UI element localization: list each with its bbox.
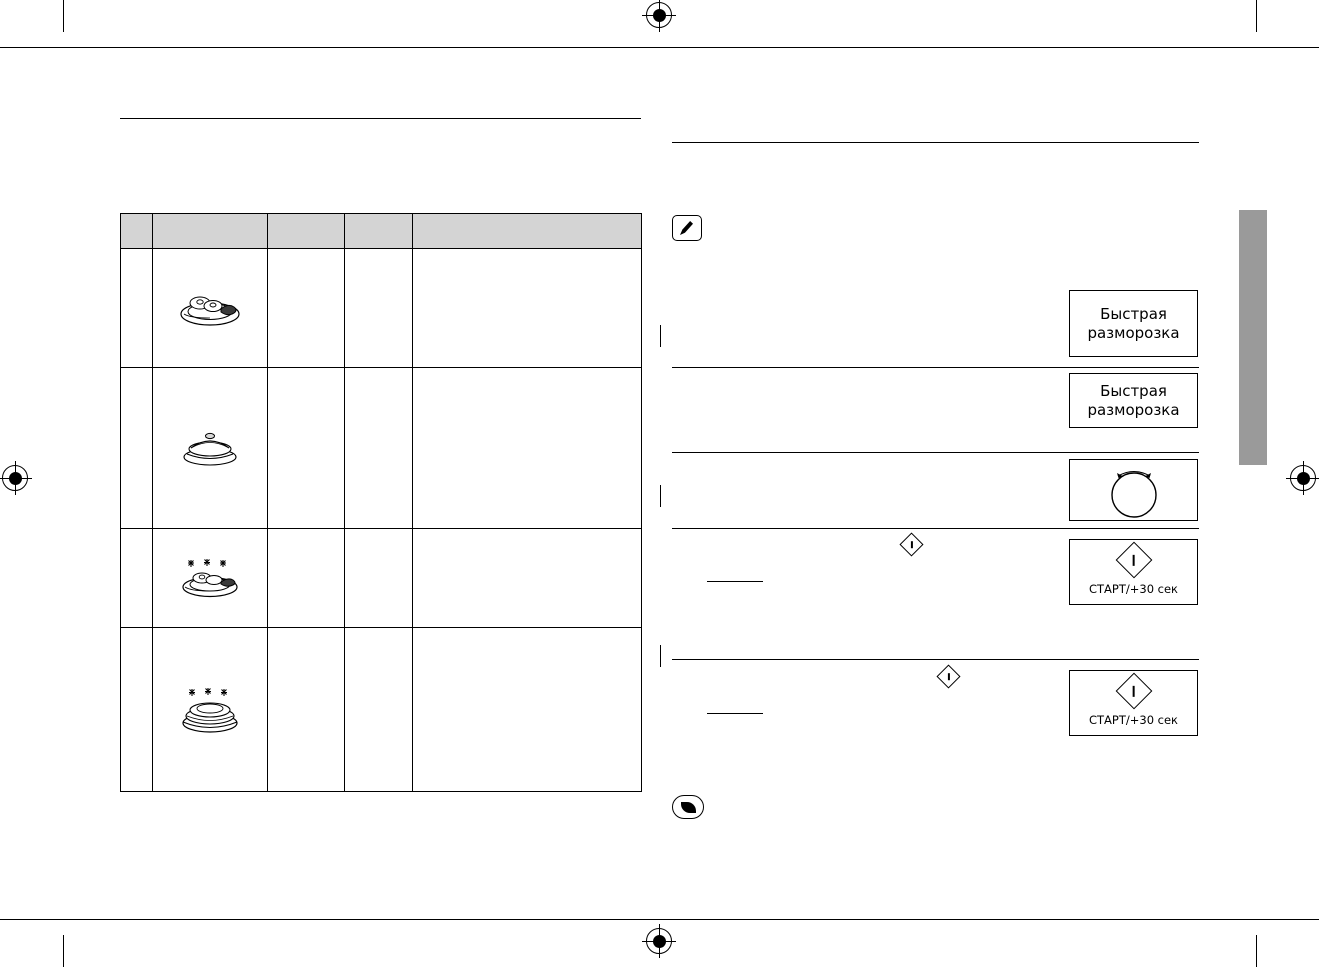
crop-mark-top-left-v bbox=[63, 0, 64, 32]
row-instructions-cell bbox=[412, 367, 642, 529]
quick-defrost-button-1[interactable]: Быстрая разморозка bbox=[1069, 290, 1198, 357]
quick-defrost-button-2[interactable]: Быстрая разморозка bbox=[1069, 373, 1198, 428]
start-diamond-inline-icon-2 bbox=[936, 664, 961, 689]
quick-defrost-label-line1: Быстрая bbox=[1100, 381, 1167, 400]
right-section-rule-top bbox=[672, 142, 1199, 143]
row-power-cell bbox=[344, 528, 413, 628]
row-weight-cell bbox=[267, 528, 345, 628]
start-button-label: СТАРТ/+30 сек bbox=[1088, 713, 1179, 728]
registration-mark-top bbox=[642, 0, 676, 32]
start-button-2[interactable]: СТАРТ/+30 сек bbox=[1069, 670, 1198, 736]
row-power-cell bbox=[344, 367, 413, 529]
stacked-plates-art bbox=[182, 687, 238, 733]
start-diamond-icon bbox=[1115, 672, 1152, 710]
left-column bbox=[120, 118, 641, 119]
row-code-cell bbox=[120, 627, 153, 792]
covered-bowl-art bbox=[183, 432, 237, 466]
page-gutter-marks bbox=[660, 120, 661, 810]
trim-line-bottom bbox=[0, 919, 1319, 920]
row-weight-cell bbox=[267, 367, 345, 529]
row-code-cell bbox=[120, 528, 153, 628]
rotary-dial-icon bbox=[1111, 470, 1157, 518]
row-instructions-cell bbox=[412, 627, 642, 792]
start-button-label: СТАРТ/+30 сек bbox=[1088, 582, 1179, 597]
row-instructions-cell bbox=[412, 248, 642, 368]
covered-bowl-icon bbox=[152, 367, 268, 529]
start-diamond-icon bbox=[1115, 541, 1152, 579]
right-section-rule-1 bbox=[672, 367, 1199, 368]
plate-with-eggs-icon bbox=[152, 248, 268, 368]
row-weight-cell bbox=[267, 248, 345, 368]
section-rule bbox=[120, 118, 641, 119]
header-cell-power bbox=[344, 213, 413, 249]
quick-defrost-label-line2: разморозка bbox=[1087, 323, 1180, 342]
row-instructions-cell bbox=[412, 528, 642, 628]
registration-mark-right bbox=[1286, 461, 1319, 495]
row-weight-cell bbox=[267, 627, 345, 792]
table-row bbox=[120, 627, 642, 792]
crop-mark-top-right-v bbox=[1256, 0, 1257, 32]
stacked-plates-with-steam-icon bbox=[152, 627, 268, 792]
row-power-cell bbox=[344, 248, 413, 368]
right-section-rule-2 bbox=[672, 452, 1199, 453]
start-diamond-inline-icon-1 bbox=[899, 532, 924, 557]
text-underline-1 bbox=[707, 581, 763, 582]
header-cell-instructions bbox=[412, 213, 642, 249]
right-section-rule-3 bbox=[672, 528, 1199, 529]
table-row bbox=[120, 367, 642, 529]
plate-with-steam-icon bbox=[152, 528, 268, 628]
quick-defrost-label-line2: разморозка bbox=[1087, 400, 1180, 419]
row-code-cell bbox=[120, 248, 153, 368]
header-cell-code bbox=[120, 213, 153, 249]
page-edge-tab bbox=[1239, 210, 1267, 465]
quick-defrost-label-line1: Быстрая bbox=[1100, 304, 1167, 323]
start-button-1[interactable]: СТАРТ/+30 сек bbox=[1069, 539, 1198, 605]
text-underline-2 bbox=[707, 713, 763, 714]
table-header-row bbox=[120, 213, 642, 249]
table-row bbox=[120, 248, 642, 368]
crop-mark-bottom-right-v bbox=[1256, 935, 1257, 967]
note-leaf-icon bbox=[672, 795, 704, 819]
trim-line-top bbox=[0, 47, 1319, 48]
right-section-rule-4 bbox=[672, 659, 1199, 660]
note-pen-icon bbox=[672, 215, 702, 241]
plate-with-eggs-art bbox=[180, 296, 240, 326]
plate-with-steam-art bbox=[182, 559, 238, 598]
rotary-dial-button[interactable] bbox=[1069, 459, 1198, 521]
header-cell-weight bbox=[267, 213, 345, 249]
auto-program-table bbox=[120, 213, 642, 792]
crop-mark-bottom-left-v bbox=[63, 935, 64, 967]
row-power-cell bbox=[344, 627, 413, 792]
row-code-cell bbox=[120, 367, 153, 529]
registration-mark-bottom bbox=[642, 924, 676, 958]
registration-mark-left bbox=[0, 461, 32, 495]
header-cell-food bbox=[152, 213, 268, 249]
table-row bbox=[120, 528, 642, 628]
